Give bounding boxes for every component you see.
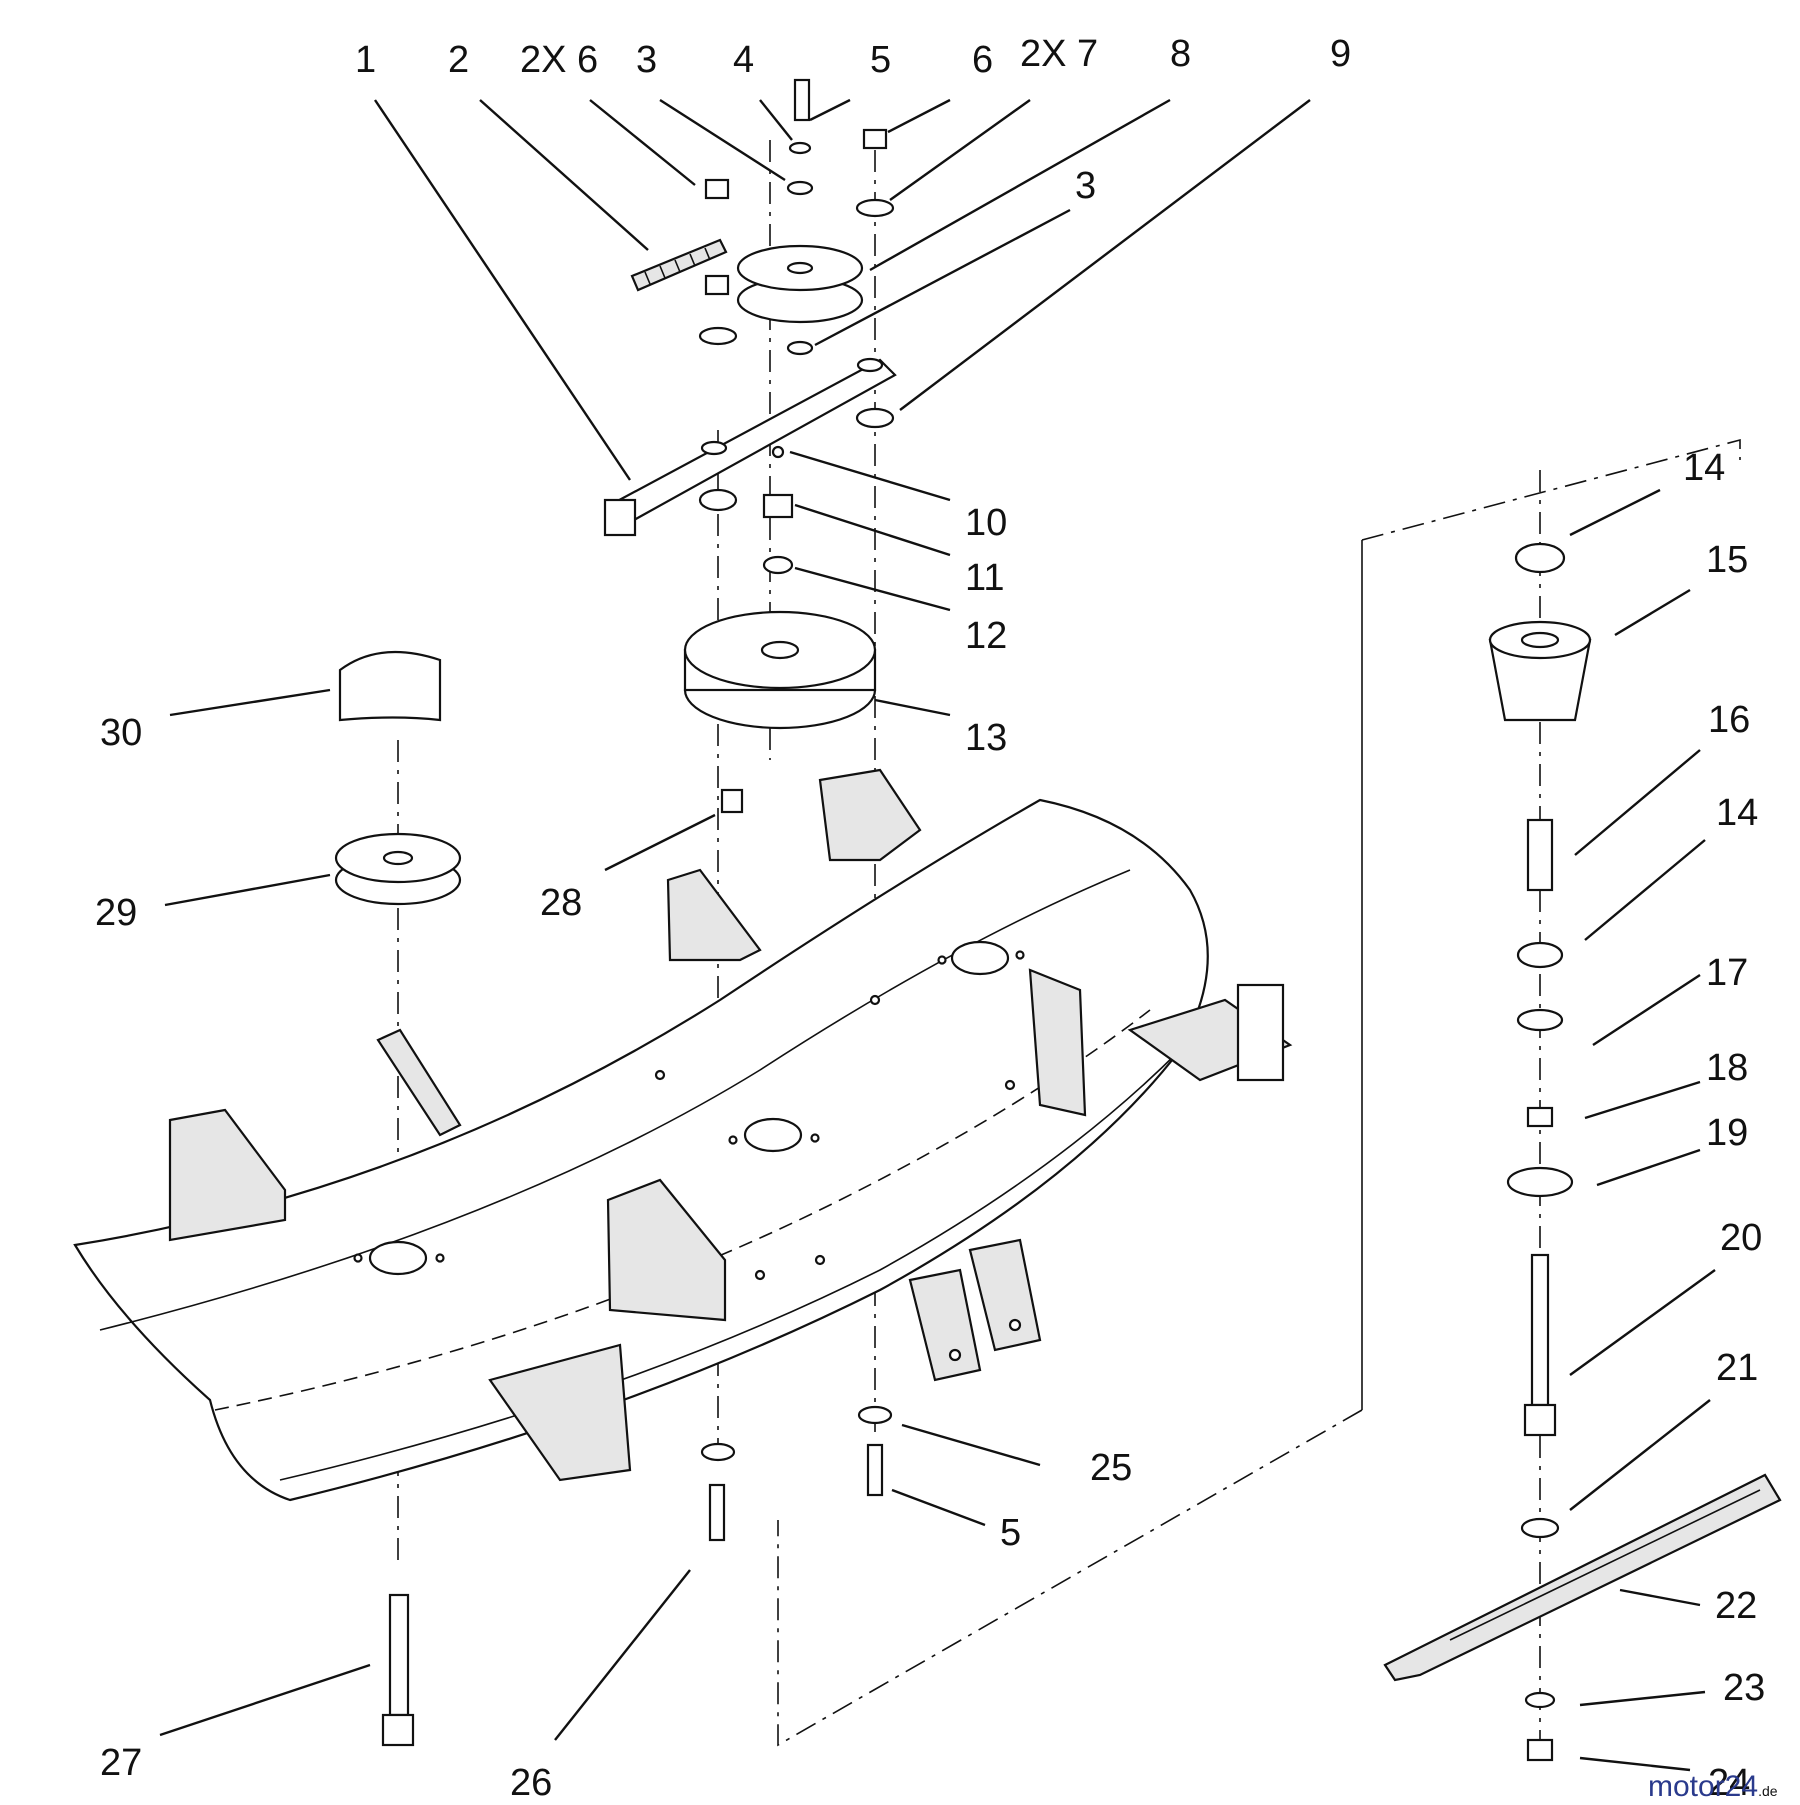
- spindle-nut-left: [381, 1713, 415, 1747]
- washer-bottom-left: [700, 1442, 736, 1462]
- deck-bracket-left: [168, 1108, 287, 1242]
- nut-top-left: [704, 178, 730, 200]
- idler-arm: [608, 358, 897, 527]
- spindle-shaft-right: [1530, 1253, 1550, 1407]
- callout-17: 17: [1706, 952, 1748, 994]
- callout-25: 25: [1090, 1447, 1132, 1489]
- enclosure-bottom: [777, 1409, 1363, 1747]
- callout-3-top: 3: [636, 39, 657, 81]
- callout-22: 22: [1715, 1585, 1757, 1627]
- callout-9: 9: [1330, 33, 1351, 75]
- callout-29: 29: [95, 892, 137, 934]
- callout-labels: 1 2 2X 6 3 4 5 6 2X 7 8 9 3 10 11 12 13 …: [95, 33, 1765, 1804]
- deck-hanger-right: [1236, 983, 1285, 1082]
- watermark: motor24.de: [1648, 1770, 1778, 1803]
- callout-4: 4: [733, 39, 754, 81]
- washer-21: [1520, 1517, 1560, 1539]
- idler-pulley: [736, 244, 864, 324]
- deck-bracket-front-left: [488, 1343, 632, 1482]
- callout-11: 11: [965, 557, 1004, 599]
- bolt-26: [708, 1483, 726, 1542]
- spindle-nut-right: [1523, 1403, 1557, 1437]
- callout-14-top: 14: [1683, 447, 1725, 489]
- callout-12: 12: [965, 615, 1007, 657]
- bolt-28-head: [720, 788, 744, 814]
- washer-25: [857, 1405, 893, 1425]
- deck-hanger-front-2: [968, 1238, 1042, 1352]
- callout-21: 21: [1716, 1347, 1758, 1389]
- callout-6: 6: [972, 39, 993, 81]
- callout-10: 10: [965, 502, 1007, 544]
- set-screw: [771, 445, 785, 459]
- lock-washer-top: [788, 141, 812, 155]
- callout-5-top: 5: [870, 39, 891, 81]
- callout-23: 23: [1723, 1667, 1765, 1709]
- nut-mid-left: [704, 274, 730, 296]
- deck-bracket-hinge-left: [376, 1028, 462, 1137]
- main-pulley: [683, 610, 877, 730]
- snap-ring: [1516, 1008, 1564, 1032]
- callout-19: 19: [1706, 1112, 1748, 1154]
- deck-bracket-rear: [666, 868, 762, 962]
- callout-14-mid: 14: [1716, 792, 1758, 834]
- idler-arm-end: [603, 498, 637, 537]
- nut-18: [1526, 1106, 1554, 1128]
- leader-lines: [159, 98, 1716, 1772]
- callout-2x6: 2X 6: [520, 39, 598, 81]
- callout-27: 27: [100, 1742, 142, 1784]
- spacer-left: [698, 488, 738, 512]
- nut-center: [762, 493, 794, 519]
- nut-right: [862, 128, 888, 150]
- callout-2: 2: [448, 39, 469, 81]
- watermark-text: motor24.de: [1648, 1770, 1778, 1800]
- callout-30: 30: [100, 712, 142, 754]
- bearing-bottom: [1516, 941, 1564, 969]
- deck-hanger-front-1: [908, 1268, 982, 1382]
- deck-bracket-top: [818, 768, 922, 862]
- callout-5-bottom: 5: [1000, 1512, 1021, 1554]
- deck-bracket-right: [1028, 968, 1087, 1117]
- callout-3-mid: 3: [1075, 165, 1096, 207]
- callout-24: 24: [1708, 1762, 1750, 1800]
- bolt-5-bottom: [866, 1443, 884, 1497]
- spacer-right: [855, 407, 895, 429]
- callout-13: 13: [965, 717, 1007, 759]
- callout-16: 16: [1708, 699, 1750, 741]
- belt-guide: [338, 650, 442, 722]
- washer-right: [855, 198, 895, 218]
- washer-top: [786, 180, 814, 196]
- washer-under-pulley: [786, 340, 814, 356]
- callout-18: 18: [1706, 1047, 1748, 1089]
- callout-2x7: 2X 7: [1020, 33, 1098, 75]
- spring: [630, 238, 728, 292]
- washer-left: [698, 326, 738, 346]
- callout-8: 8: [1170, 33, 1191, 75]
- mower-deck: [73, 768, 1293, 1502]
- callout-26: 26: [510, 1762, 552, 1800]
- seal-19: [1506, 1166, 1574, 1198]
- callout-28: 28: [540, 882, 582, 924]
- left-pulley: [334, 832, 462, 906]
- enclosure-top: [1361, 438, 1741, 541]
- lock-washer-center: [762, 555, 794, 575]
- washer-23: [1524, 1691, 1556, 1709]
- spindle-shaft-left: [388, 1593, 410, 1717]
- callout-15: 15: [1706, 539, 1748, 581]
- bearing-top: [1514, 542, 1566, 574]
- blade: [1383, 1473, 1782, 1682]
- callout-20: 20: [1720, 1217, 1762, 1259]
- nut-24: [1526, 1738, 1554, 1762]
- callout-1: 1: [355, 39, 376, 81]
- spacer-tube: [1526, 818, 1554, 892]
- right-spindle-assembly: [1488, 542, 1592, 1762]
- bolt-top: [793, 78, 811, 122]
- deck-bracket-front: [606, 1178, 727, 1322]
